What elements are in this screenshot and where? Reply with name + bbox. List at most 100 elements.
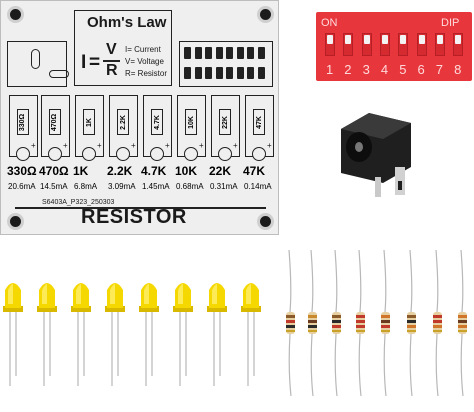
polarity-mark: + [233, 141, 238, 150]
dip-pad [194, 67, 202, 79]
dip-lever[interactable] [434, 33, 445, 56]
legend-current: I= Current [125, 45, 161, 54]
dip-pad [257, 47, 265, 59]
polarity-mark: + [199, 141, 204, 150]
dip-lever[interactable] [343, 33, 354, 56]
fraction-bar [103, 60, 120, 62]
pad-icon [31, 49, 40, 69]
polarity-mark: + [63, 141, 68, 150]
mount-hole [7, 213, 24, 230]
resistor-footprint: 330Ω [17, 109, 29, 135]
power-outline [7, 41, 67, 87]
dip-lever[interactable] [453, 33, 464, 56]
yellow-led [139, 283, 159, 386]
resistor-footprint-label: 330Ω [19, 113, 27, 131]
dip-lever[interactable] [379, 33, 390, 56]
dip-lever-knob [381, 35, 388, 44]
polarity-mark: + [131, 141, 136, 150]
dip-number: 7 [435, 62, 444, 77]
resistor-footprint-label: 4.7K [153, 114, 161, 130]
led-footprint-icon [218, 147, 232, 161]
dip-pad [247, 67, 254, 79]
resistor-footprint: 47K [253, 109, 265, 135]
polarity-mark: + [267, 141, 272, 150]
dip-pad [226, 47, 233, 59]
dip-lever-knob [327, 35, 333, 44]
mount-hole [257, 213, 274, 230]
formula-r: R [106, 62, 118, 79]
formula-eq: = [89, 52, 101, 73]
yellow-led [207, 283, 227, 386]
dip-on-label: ON [321, 17, 338, 29]
dip-number: 5 [399, 62, 407, 77]
yellow-led [105, 283, 125, 386]
resistor-footprint-label: 2.2K [119, 114, 127, 130]
led-footprint-icon [48, 147, 62, 161]
dip-pad [194, 47, 202, 59]
resistor-footprint: 4.7K [151, 109, 163, 135]
current-value: 20.6mA [8, 182, 36, 191]
dip-pad [247, 47, 254, 59]
dip-number: 3 [362, 62, 370, 77]
led-footprint-icon [82, 147, 96, 161]
resistance-value: 10K [175, 164, 198, 178]
current-value: 6.8mA [74, 182, 98, 191]
formula-v: V [106, 41, 117, 58]
dc-jack [341, 113, 411, 197]
resistor-footprint: 2.2K [117, 109, 129, 135]
legend-voltage: V= Voltage [125, 57, 164, 66]
resistor-component [286, 249, 295, 397]
resistor-footprint-label: 1K [85, 117, 93, 127]
dip-lever[interactable] [325, 33, 335, 56]
resistor-footprint: 10K [185, 109, 197, 135]
dip-lever[interactable] [398, 33, 409, 56]
resistor-component [407, 249, 416, 397]
current-value: 14.5mA [40, 182, 68, 191]
resistor-footprint-label: 470Ω [51, 113, 59, 131]
resistor-component [458, 249, 467, 397]
polarity-mark: + [31, 141, 36, 150]
resistance-value: 470Ω [39, 164, 69, 178]
current-value: 0.68mA [176, 182, 204, 191]
current-value: 1.45mA [142, 182, 170, 191]
mount-hole [257, 6, 274, 23]
dip-pad [236, 67, 244, 79]
legend-resistor: R= Resistor [125, 69, 168, 78]
yellow-led [3, 283, 23, 386]
dip-number: 6 [417, 62, 425, 77]
dip-pad [236, 47, 244, 59]
dip-number: 4 [380, 62, 389, 77]
dip-lever-knob [418, 35, 425, 44]
led-footprint-icon [116, 147, 130, 161]
current-value: 3.09mA [108, 182, 136, 191]
resistance-value: 22K [209, 164, 232, 178]
dip-number: 2 [344, 62, 352, 77]
resistance-value: 2.2K [107, 164, 133, 178]
resistor-component [381, 249, 390, 397]
dip-lever-knob [363, 35, 370, 44]
led-footprint-icon [150, 147, 164, 161]
title: Ohm's Law [87, 14, 167, 31]
formula-i: I [81, 52, 87, 73]
dip-pad [205, 47, 212, 59]
resistance-value: 1K [73, 164, 89, 178]
dip-pad [205, 67, 212, 79]
pad-icon [49, 70, 69, 78]
yellow-led [241, 283, 261, 386]
dip-lever-knob [455, 35, 462, 44]
led-footprint-icon [252, 147, 266, 161]
board-code: S6403A_P323_250303 [42, 199, 115, 206]
dip-pad [184, 47, 191, 59]
dip-lever-knob [400, 35, 407, 44]
dip-footprint [179, 41, 273, 87]
polarity-mark: + [97, 141, 102, 150]
yellow-led [71, 283, 91, 386]
mount-hole [7, 6, 24, 23]
resistor-footprint: 470Ω [49, 109, 61, 135]
resistor-footprint: 22K [219, 109, 231, 135]
resistor-footprint-label: 47K [255, 115, 263, 129]
dip-lever[interactable] [416, 33, 427, 56]
dip-lever[interactable] [361, 33, 372, 56]
resistance-value: 330Ω [7, 164, 37, 178]
dip-number: 1 [326, 62, 334, 77]
